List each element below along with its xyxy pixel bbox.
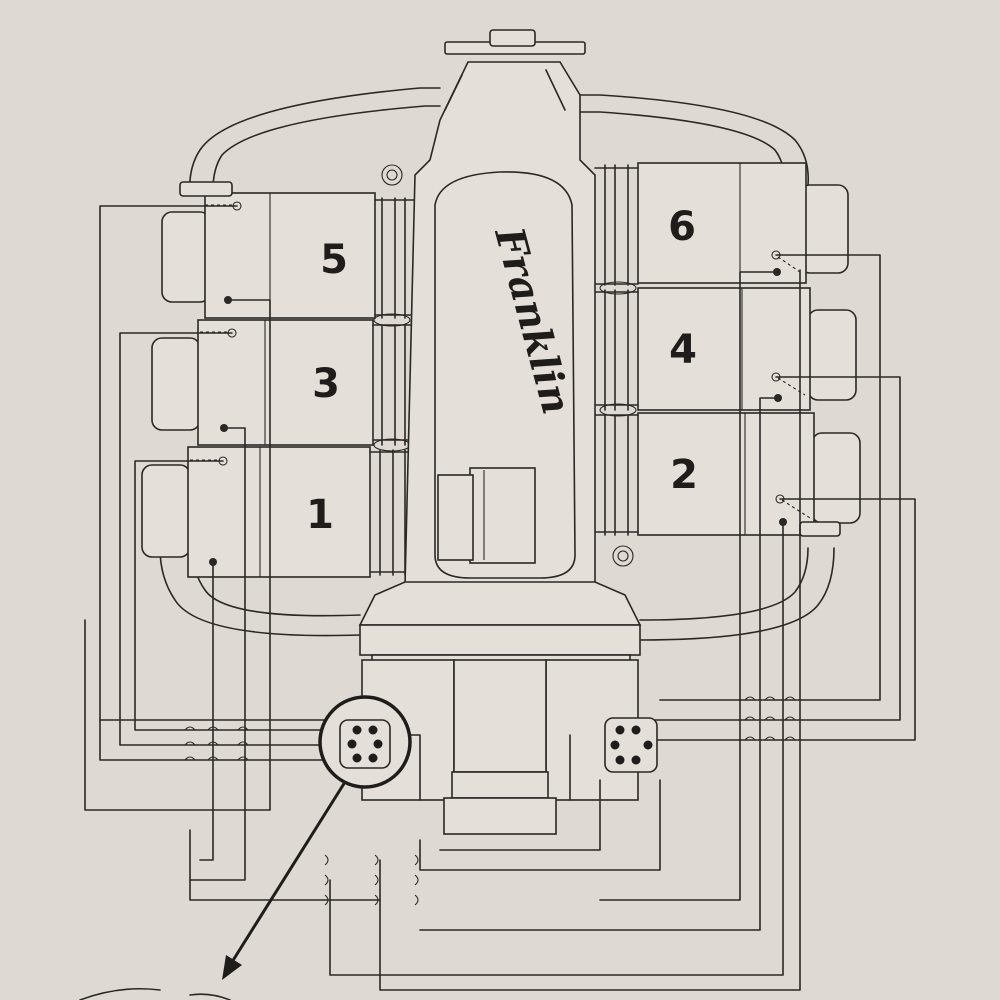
ignition-wiring: [84, 205, 916, 991]
cylinder-label-3: 3: [312, 361, 340, 407]
left-cylinder-bank: [141, 181, 421, 578]
cylinder-label-1: 1: [306, 492, 334, 538]
cylinder-label-6: 6: [668, 204, 696, 250]
wire-crossings: [184, 696, 796, 906]
cylinder-label-4: 4: [669, 327, 697, 373]
right-cylinder-bank: [594, 162, 861, 537]
crankcase: Franklin: [358, 29, 642, 835]
intake-manifold: [159, 87, 835, 641]
distributor-cap-left: [318, 695, 412, 789]
callout-arrow: [79, 781, 347, 1000]
cylinder-label-2: 2: [670, 452, 698, 498]
distributor-cap-right: [604, 717, 658, 773]
cylinder-labels: 5 3 1 6 4 2: [306, 204, 698, 538]
cylinder-label-5: 5: [320, 237, 348, 283]
